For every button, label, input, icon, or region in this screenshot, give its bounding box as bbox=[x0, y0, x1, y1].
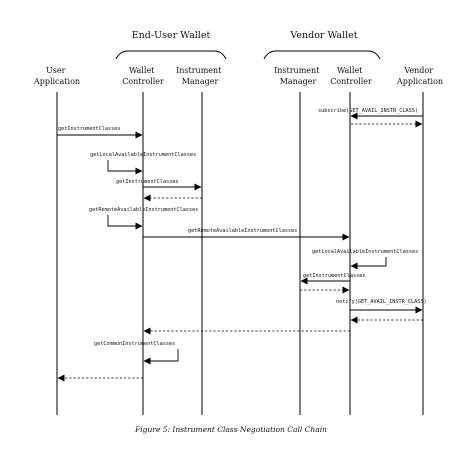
message-label-get-instrument-classes-vw: getInstrumentClasses bbox=[303, 273, 365, 279]
message-label-get-instrument-classes: getInstrumentClasses bbox=[58, 126, 120, 132]
self-call-arrow-get-local-available-vw bbox=[350, 257, 387, 270]
message-label-notify: notify(GET_AVAIL_INSTR_CLASS) bbox=[336, 299, 427, 305]
message-label-get-local-available-euw: getLocalAvailableInstrumentClasses bbox=[90, 152, 196, 158]
self-call-arrow-get-common-instrument-classes bbox=[143, 349, 179, 365]
self-call-arrow-get-remote-available bbox=[107, 215, 143, 230]
lane-label-euw-wallet-controller: Wallet Controller bbox=[122, 66, 164, 86]
lane-label-user-application: User Application bbox=[33, 66, 80, 86]
message-label-subscribe: subscribe(GET_AVAIL_INSTR_CLASS) bbox=[318, 108, 418, 114]
message-label-get-local-available-vw: getLocalAvailableInstrumentClasses bbox=[312, 249, 418, 255]
message-label-get-remote-available-self: getRemoteAvailableInstrumentClasses bbox=[89, 207, 198, 213]
message-label-get-common-instrument-classes: getCommonInstrumentClasses bbox=[94, 341, 175, 347]
message-label-get-instrument-classes-im: getInstrumentClasses bbox=[116, 179, 178, 185]
self-call-arrow-get-local-available-euw bbox=[107, 160, 143, 175]
lane-label-vendor-application: Vendor Application bbox=[396, 66, 443, 86]
vendor-wallet-bracket bbox=[263, 50, 381, 60]
lane-label-vw-instrument-manager: Instrument Manager bbox=[274, 66, 322, 86]
end-user-wallet-bracket bbox=[115, 50, 227, 60]
lane-label-vw-wallet-controller: Wallet Controller bbox=[330, 66, 372, 86]
figure-caption: Figure 5: Instrument Class Negotiation C… bbox=[134, 425, 327, 434]
lane-label-euw-instrument-manager: Instrument Manager bbox=[176, 66, 224, 86]
group-title-vendor-wallet: Vendor Wallet bbox=[289, 30, 357, 41]
message-label-get-remote-available-vendor: getRemoteAvailableInstrumentClasses bbox=[188, 228, 297, 234]
group-title-end-user-wallet: End-User Wallet bbox=[132, 30, 211, 41]
